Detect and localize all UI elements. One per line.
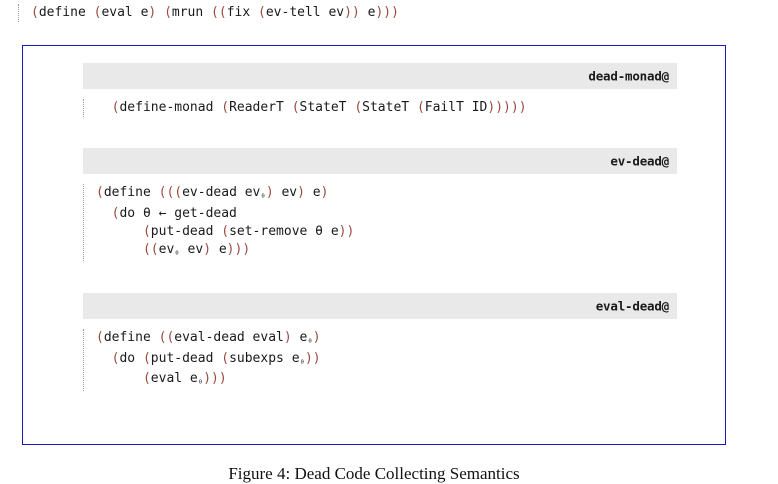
- section-header-ev-dead: ev-dead@: [83, 148, 677, 174]
- preamble-code-line: (define (eval e) (mrun ((fix (ev-tell ev…: [18, 4, 718, 30]
- section-header-eval-dead: eval-dead@: [83, 293, 677, 319]
- preamble-code-block: (define (eval e) (mrun ((fix (ev-tell ev…: [18, 4, 718, 22]
- code-block-dead-monad: (define-monad (ReaderT (StateT (StateT (…: [83, 99, 527, 117]
- code-text-eval-dead: (define ((eval-dead eval) e₀) (do (put-d…: [96, 330, 321, 387]
- code-text-dead-monad: (define-monad (ReaderT (StateT (StateT (…: [111, 100, 527, 115]
- code-block-eval-dead: (define ((eval-dead eval) e₀) (do (put-d…: [83, 329, 321, 391]
- preamble-code-text: (define (eval e) (mrun ((fix (ev-tell ev…: [31, 5, 399, 20]
- figure-caption: Figure 4: Dead Code Collecting Semantics: [228, 464, 520, 483]
- section-header-label: ev-dead@: [610, 153, 669, 169]
- section-header-label: eval-dead@: [595, 298, 669, 314]
- section-header-label: dead-monad@: [588, 68, 669, 84]
- code-text-ev-dead: (define (((ev-dead ev₀) ev) e) (do θ ← g…: [96, 185, 355, 258]
- figure-box: dead-monad@ (define-monad (ReaderT (Stat…: [22, 45, 726, 483]
- section-header-dead-monad: dead-monad@: [83, 63, 677, 89]
- code-block-ev-dead: (define (((ev-dead ev₀) ev) e) (do θ ← g…: [83, 184, 355, 262]
